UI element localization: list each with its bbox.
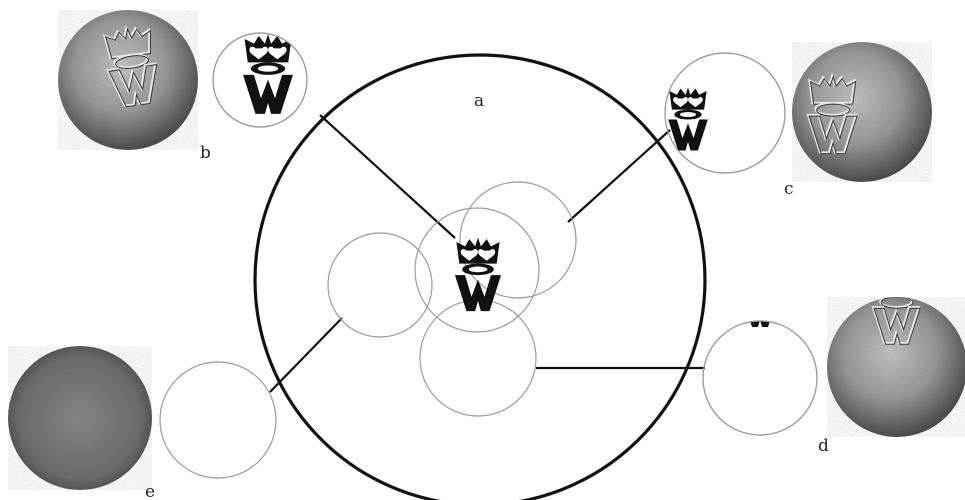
outer-circle-a xyxy=(255,55,705,500)
crowned-w-mark-icon xyxy=(455,238,501,311)
connector-b xyxy=(320,115,455,238)
crowned-w-mark-icon xyxy=(668,87,708,150)
crowned-w-mark-icon xyxy=(744,276,776,327)
connector-e xyxy=(270,318,342,392)
coin-photo-c xyxy=(792,42,932,182)
circle-c-mark xyxy=(668,87,708,150)
label-b: b xyxy=(200,143,211,163)
label-d: d xyxy=(818,436,829,456)
connector-c xyxy=(568,130,670,222)
circle-e xyxy=(160,362,276,478)
coin-photo-e xyxy=(8,346,152,490)
inner-circle-bottom xyxy=(420,300,536,416)
label-a: a xyxy=(474,91,484,111)
circle-b-mark xyxy=(243,34,293,114)
inner-circles xyxy=(328,182,576,416)
circle-d-mark xyxy=(744,276,776,327)
coin-photo-d xyxy=(827,270,965,437)
label-e: e xyxy=(145,482,155,500)
coin-photo-b xyxy=(58,10,198,150)
label-c: c xyxy=(784,179,794,199)
crowned-w-mark-icon xyxy=(243,34,293,114)
